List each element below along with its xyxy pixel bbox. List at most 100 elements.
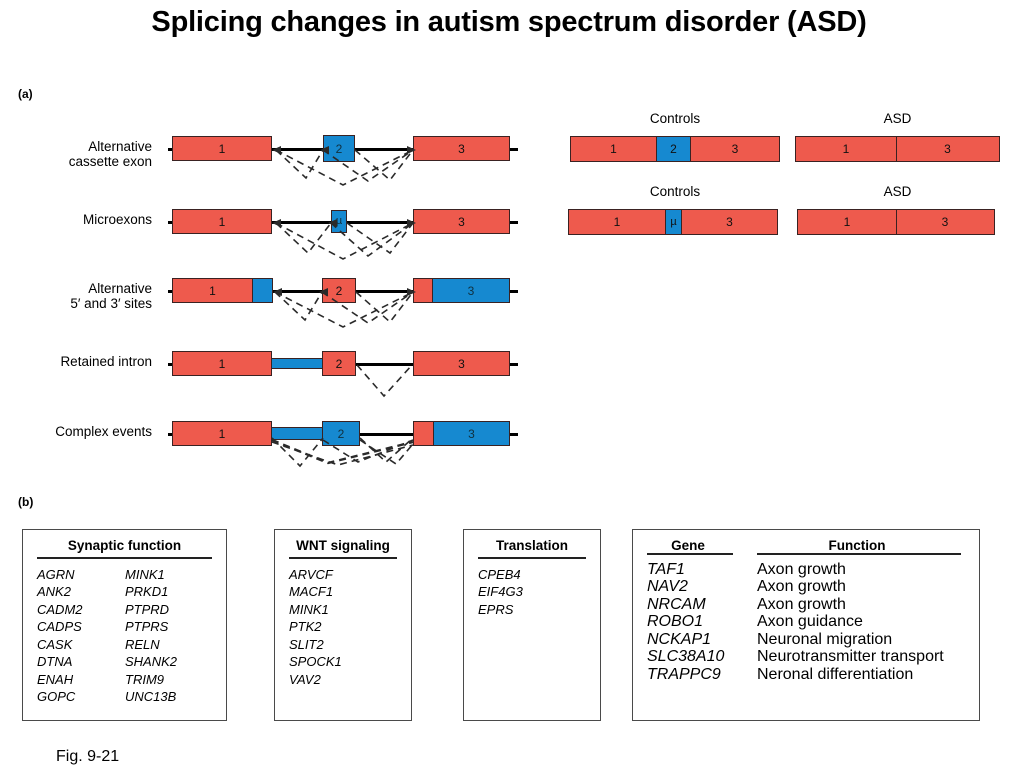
gene-function-table: Gene Function TAF1 NAV2 NRCAM ROBO1 NCKA… — [632, 529, 980, 721]
table-cell-gene: NAV2 — [647, 578, 688, 596]
exon-2: 2 — [323, 135, 355, 162]
tx-exon-1: 1 — [842, 142, 850, 156]
row-label-line1: Alternative — [88, 281, 152, 296]
gene-item: PTK2 — [289, 619, 322, 635]
gene-columns: ARVCF MACF1 MINK1 PTK2 SLIT2 SPOCK1 VAV2 — [275, 566, 411, 689]
gene-item: DTNA — [37, 654, 73, 670]
function-column: Axon growth Axon growth Axon growth Axon… — [757, 561, 944, 684]
exon-1: 1 — [172, 351, 272, 376]
row-microexons: Microexons 1 µ 3 1 — [0, 206, 1018, 268]
gene-item: AGRN — [37, 566, 75, 582]
row-label-cassette-exon: Alternative cassette exon — [0, 139, 152, 169]
table-cell-function: Axon growth — [757, 560, 846, 578]
tx-exon-3: 3 — [726, 215, 733, 229]
table-cell-function: Neurotransmitter transport — [757, 648, 944, 666]
gene-item: UNC13B — [125, 689, 177, 705]
gene-column-1: AGRN ANK2 CADM2 CADPS CASK DTNA ENAH GOP… — [37, 566, 125, 706]
row-label-line1: Alternative — [88, 139, 152, 154]
tx-exon-1: 1 — [610, 142, 617, 156]
table-body: TAF1 NAV2 NRCAM ROBO1 NCKAP1 SLC38A10 TR… — [633, 561, 979, 684]
row-label-line1: Complex events — [55, 424, 152, 439]
table-header-row: Gene Function — [633, 530, 979, 553]
gene-column: TAF1 NAV2 NRCAM ROBO1 NCKAP1 SLC38A10 TR… — [647, 561, 735, 684]
table-cell-function: Axon growth — [757, 595, 846, 613]
row-alternative-cassette-exon: Alternative cassette exon 1 2 3 — [0, 133, 1018, 195]
gene-item: ENAH — [37, 671, 74, 687]
gene-box-wnt-signaling: WNT signaling ARVCF MACF1 MINK1 PTK2 SLI… — [274, 529, 412, 721]
table-cell-function: Neuronal migration — [757, 630, 893, 648]
gene-box-synaptic-function: Synaptic function AGRN ANK2 CADM2 CADPS … — [22, 529, 227, 721]
col-header-function: Function — [828, 538, 886, 553]
col-header-gene: Gene — [671, 538, 705, 553]
rule-gene — [647, 553, 733, 555]
gene-columns: CPEB4 EIF4G3 EPRS — [464, 566, 600, 619]
row-retained-intron: Retained intron 1 2 3 — [0, 348, 1018, 410]
table-cell-function: Axon guidance — [757, 613, 863, 631]
title-rule — [289, 557, 397, 559]
row-label-line2: 5′ and 3′ sites — [70, 296, 152, 311]
figure-caption: Fig. 9-21 — [56, 748, 120, 765]
exon-1: 1 — [172, 278, 253, 303]
tx-exon-1: 1 — [843, 215, 851, 229]
row-label-alt-sites: Alternative 5′ and 3′ sites — [0, 281, 152, 311]
gene-item: MINK1 — [289, 601, 329, 617]
transcript-controls-cassette: 1 2 3 — [570, 136, 780, 162]
gene-item: PTPRD — [125, 601, 170, 617]
row-label-microexons: Microexons — [0, 212, 152, 227]
alt-3-prime-site — [413, 421, 434, 446]
table-cell-gene: TAF1 — [647, 560, 685, 578]
exon-1: 1 — [172, 209, 272, 234]
gene-box-translation: Translation CPEB4 EIF4G3 EPRS — [463, 529, 601, 721]
row-complex-events: Complex events 1 2 3 — [0, 418, 1018, 480]
gene-box-title: Translation — [495, 538, 568, 553]
exon-1: 1 — [172, 421, 272, 446]
controls-header-row2: Controls — [649, 184, 701, 199]
exon-2: 2 — [322, 421, 360, 446]
tx-junction — [896, 137, 898, 161]
rule-function — [757, 553, 961, 555]
table-cell-gene: TRAPPC9 — [647, 665, 721, 683]
alt-5-prime-site — [252, 278, 273, 303]
gene-item: ARVCF — [289, 566, 333, 582]
tx-exon-3: 3 — [731, 142, 739, 156]
pre-mrna-diagram-retained-intron: 1 2 3 — [168, 348, 518, 410]
row-label-complex-events: Complex events — [0, 424, 152, 439]
row-label-line1: Microexons — [82, 212, 152, 227]
row-label-line1: Retained intron — [60, 354, 152, 369]
gene-item: SPOCK1 — [289, 654, 342, 670]
pre-mrna-diagram-complex: 1 2 3 — [168, 418, 518, 480]
row-alternative-5-3-sites: Alternative 5′ and 3′ sites 1 2 3 — [0, 275, 1018, 337]
panel-b-tag: (b) — [18, 495, 34, 509]
gene-item: PTPRS — [125, 619, 169, 635]
gene-box-title: WNT signaling — [296, 538, 390, 553]
tx-junction — [896, 210, 898, 234]
gene-item: CADM2 — [37, 601, 83, 617]
title-rule — [478, 557, 586, 559]
asd-header-row2: ASD — [883, 184, 912, 199]
page-title: Splicing changes in autism spectrum diso… — [151, 6, 867, 38]
gene-box-title: Synaptic function — [67, 538, 182, 553]
row-label-line2: cassette exon — [68, 154, 152, 169]
table-cell-gene: NRCAM — [647, 595, 706, 613]
transcript-asd-microexon: 1 3 — [797, 209, 995, 235]
gene-item: EPRS — [478, 601, 514, 617]
gene-item: SHANK2 — [125, 654, 178, 670]
exon-3: 3 — [432, 278, 510, 303]
splicing-events-panel: Controls ASD Controls ASD Alternative ca… — [0, 105, 1018, 480]
gene-item: ANK2 — [37, 584, 71, 600]
tx-exon-3: 3 — [941, 215, 949, 229]
pre-mrna-diagram-alt-sites: 1 2 3 — [168, 275, 518, 337]
transcript-asd-cassette: 1 3 — [795, 136, 1000, 162]
table-cell-gene: NCKAP1 — [647, 630, 712, 648]
retained-intron-segment — [271, 427, 323, 440]
table-cell-gene: SLC38A10 — [647, 648, 725, 666]
controls-header-row1: Controls — [649, 111, 701, 126]
gene-item: GOPC — [37, 689, 76, 705]
tx-microexon: µ — [665, 210, 682, 234]
tx-exon-2: 2 — [656, 137, 691, 161]
retained-intron-segment — [271, 358, 323, 369]
gene-item: EIF4G3 — [478, 584, 523, 600]
exon-2: 2 — [322, 278, 356, 303]
gene-item: TRIM9 — [125, 671, 164, 687]
exon-3: 3 — [413, 136, 510, 161]
